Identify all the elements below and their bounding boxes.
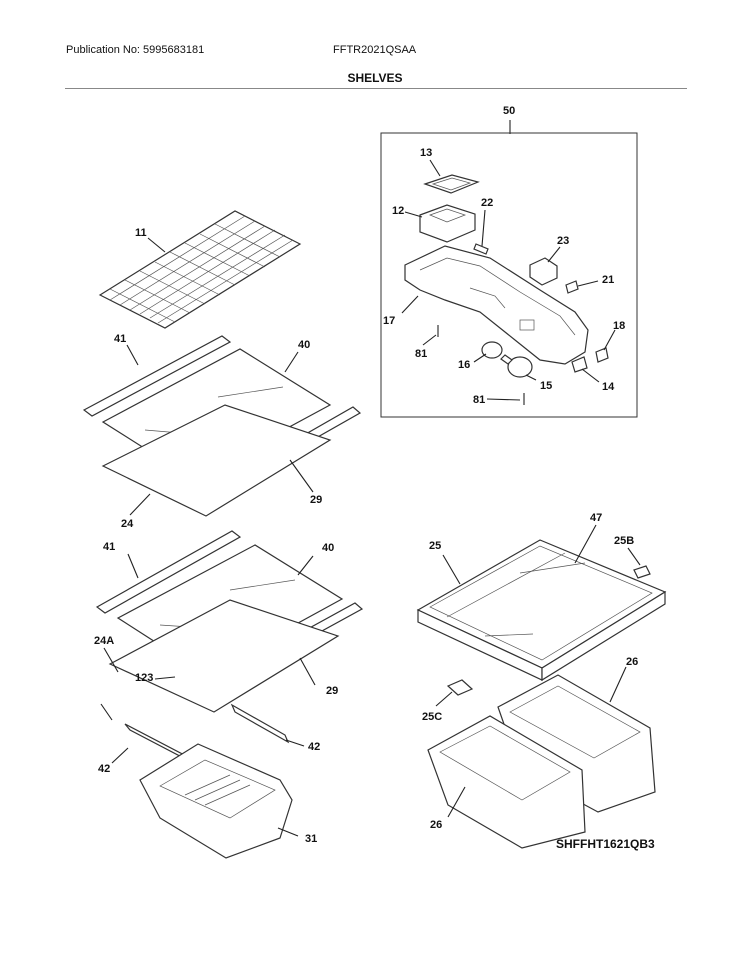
callout-24a: 24A	[94, 635, 114, 647]
light-switch	[529, 257, 558, 286]
callout-12: 12	[392, 205, 404, 217]
callout-13: 13	[420, 147, 432, 159]
callout-21: 21	[602, 274, 614, 286]
callout-81: 81	[473, 394, 485, 406]
callout-14: 14	[602, 381, 615, 393]
callout-26: 26	[430, 819, 442, 831]
crisper-drawer	[427, 715, 586, 849]
callout-17: 17	[383, 315, 395, 327]
light-bulb	[507, 356, 533, 378]
callout-40: 40	[298, 339, 310, 351]
model-number: FFTR2021QSAA	[333, 44, 417, 56]
light-assembly-group	[380, 120, 638, 418]
crisper-rail	[230, 703, 290, 744]
wire-connector	[473, 243, 489, 255]
drawer-body	[139, 743, 293, 859]
cover-frame	[416, 539, 667, 669]
diagram-code: SHFFHT1621QB3	[556, 837, 655, 851]
clip	[595, 347, 609, 363]
callout-18: 18	[613, 320, 625, 332]
callout-16: 16	[458, 359, 470, 371]
callout-15: 15	[540, 380, 552, 392]
page-title: SHELVES	[347, 71, 403, 85]
callout-41: 41	[103, 541, 115, 553]
light-lens-frame	[423, 174, 480, 194]
callout-41: 41	[114, 333, 126, 345]
shelf-front-trim	[95, 530, 242, 614]
callout-40: 40	[322, 542, 334, 554]
light-housing	[404, 245, 589, 365]
switch-actuator	[565, 280, 579, 294]
cover-bracket	[446, 679, 474, 696]
callout-123: 123	[135, 672, 153, 684]
callout-25b: 25B	[614, 535, 634, 547]
callout-31: 31	[305, 833, 317, 845]
callout-47: 47	[590, 512, 602, 524]
callout-29: 29	[326, 685, 338, 697]
wire-shelf	[98, 210, 302, 329]
shelf-frame	[108, 599, 340, 713]
callout-25c: 25C	[422, 711, 442, 723]
cover-clip	[633, 565, 651, 579]
light-socket	[481, 341, 503, 359]
callout-81: 81	[415, 348, 427, 360]
thermostat-knob	[571, 356, 588, 373]
shelf-frame	[101, 404, 332, 517]
header-divider	[65, 88, 687, 89]
crisper-cover	[416, 524, 667, 707]
lower-glass-shelf	[95, 530, 364, 777]
publication-number: Publication No: 5995683181	[66, 44, 205, 56]
callout-11: 11	[135, 227, 147, 239]
callout-42: 42	[308, 741, 320, 753]
callout-23: 23	[557, 235, 569, 247]
callout-50: 50	[503, 105, 515, 117]
callout-22: 22	[481, 197, 493, 209]
light-shield	[419, 204, 476, 243]
light-assembly-box	[380, 132, 638, 418]
callout-26: 26	[626, 656, 638, 668]
callout-25: 25	[429, 540, 441, 552]
shelf-front-trim	[82, 335, 232, 417]
crisper-drawer-left	[139, 743, 299, 859]
callout-24: 24	[121, 518, 134, 530]
callout-42: 42	[98, 763, 110, 775]
upper-glass-shelf	[82, 335, 362, 517]
callout-29: 29	[310, 494, 322, 506]
crisper-drawers-right	[427, 666, 656, 849]
callout-labels: 50 13 12 22 23 21 17 18 81 16 15 14 81 1…	[94, 105, 655, 851]
